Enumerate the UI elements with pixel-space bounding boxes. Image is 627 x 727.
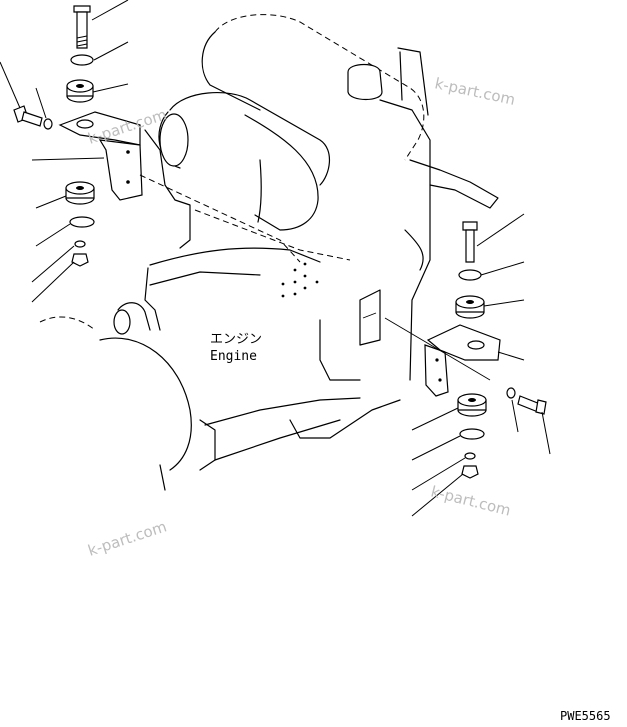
right-top-bolt	[462, 221, 478, 263]
right-top-cushion	[455, 295, 485, 319]
watermark: k-part.com	[429, 482, 513, 519]
bolt-hole-grid	[281, 262, 319, 298]
left-nut	[71, 253, 89, 267]
right-top-washer	[458, 269, 482, 281]
leader-lines	[0, 0, 551, 517]
left-top-cushion	[66, 79, 94, 103]
muffler-end-cap	[159, 113, 189, 167]
right-side-washer	[506, 387, 516, 399]
left-lower-cushion	[65, 181, 95, 205]
right-side-bolt	[517, 395, 547, 415]
left-top-washer	[70, 54, 94, 66]
right-small-washer	[464, 452, 476, 460]
engine-block	[39, 14, 499, 491]
right-mount-assembly	[384, 221, 547, 479]
left-engine-bracket	[58, 111, 301, 263]
filler-cap	[347, 63, 383, 101]
right-nut	[461, 465, 479, 479]
shaft-end	[113, 309, 131, 335]
left-side-washer	[43, 118, 53, 130]
figure-code: PWE5565	[560, 709, 611, 723]
left-top-bolt	[73, 5, 91, 49]
left-lower-washer	[69, 216, 95, 228]
watermark: k-part.com	[433, 74, 517, 109]
right-lower-cushion	[457, 393, 487, 417]
watermark: k-part.com	[86, 517, 169, 559]
right-engine-bracket	[384, 317, 501, 397]
engine-label-english: Engine	[210, 349, 257, 364]
left-mount-assembly	[13, 5, 301, 267]
left-side-bolt	[13, 105, 43, 127]
engine-label-japanese: エンジン	[210, 332, 262, 347]
left-small-washer	[74, 240, 86, 248]
right-lower-washer	[459, 428, 485, 440]
